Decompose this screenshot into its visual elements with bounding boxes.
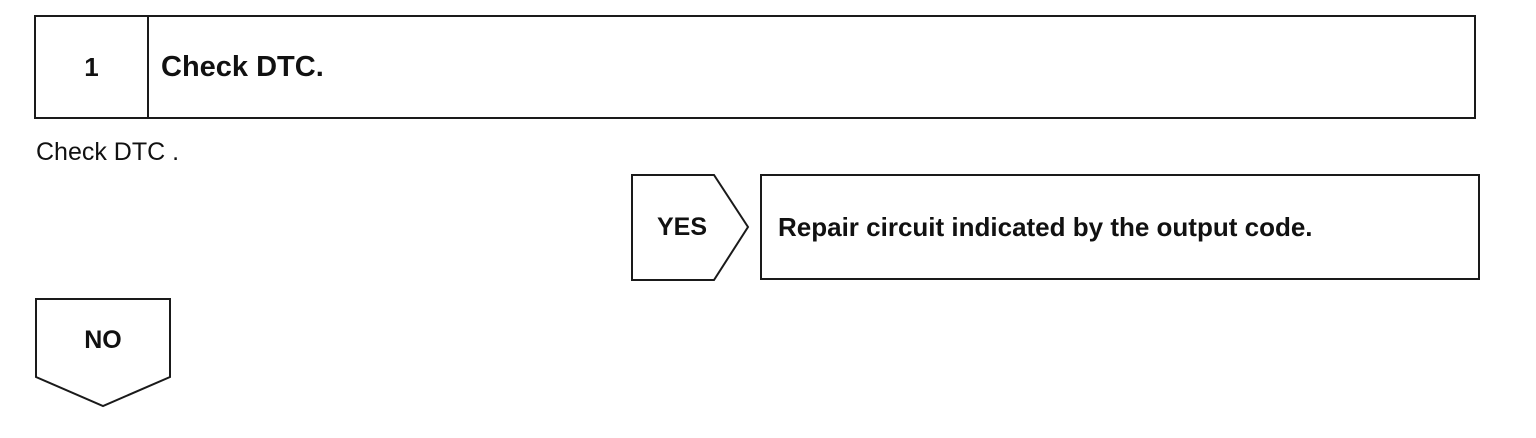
- yes-result-box: Repair circuit indicated by the output c…: [760, 174, 1480, 280]
- yes-label: YES: [656, 213, 708, 241]
- step-header: 1 Check DTC.: [34, 15, 1476, 119]
- yes-result-text: Repair circuit indicated by the output c…: [778, 211, 1313, 242]
- no-label: NO: [84, 325, 122, 354]
- step-number: 1: [36, 17, 149, 117]
- yes-arrow-shape: [631, 174, 750, 281]
- no-arrow-shape: [35, 298, 171, 408]
- step-title: Check DTC.: [161, 50, 324, 83]
- instruction-text: Check DTC .: [36, 138, 180, 166]
